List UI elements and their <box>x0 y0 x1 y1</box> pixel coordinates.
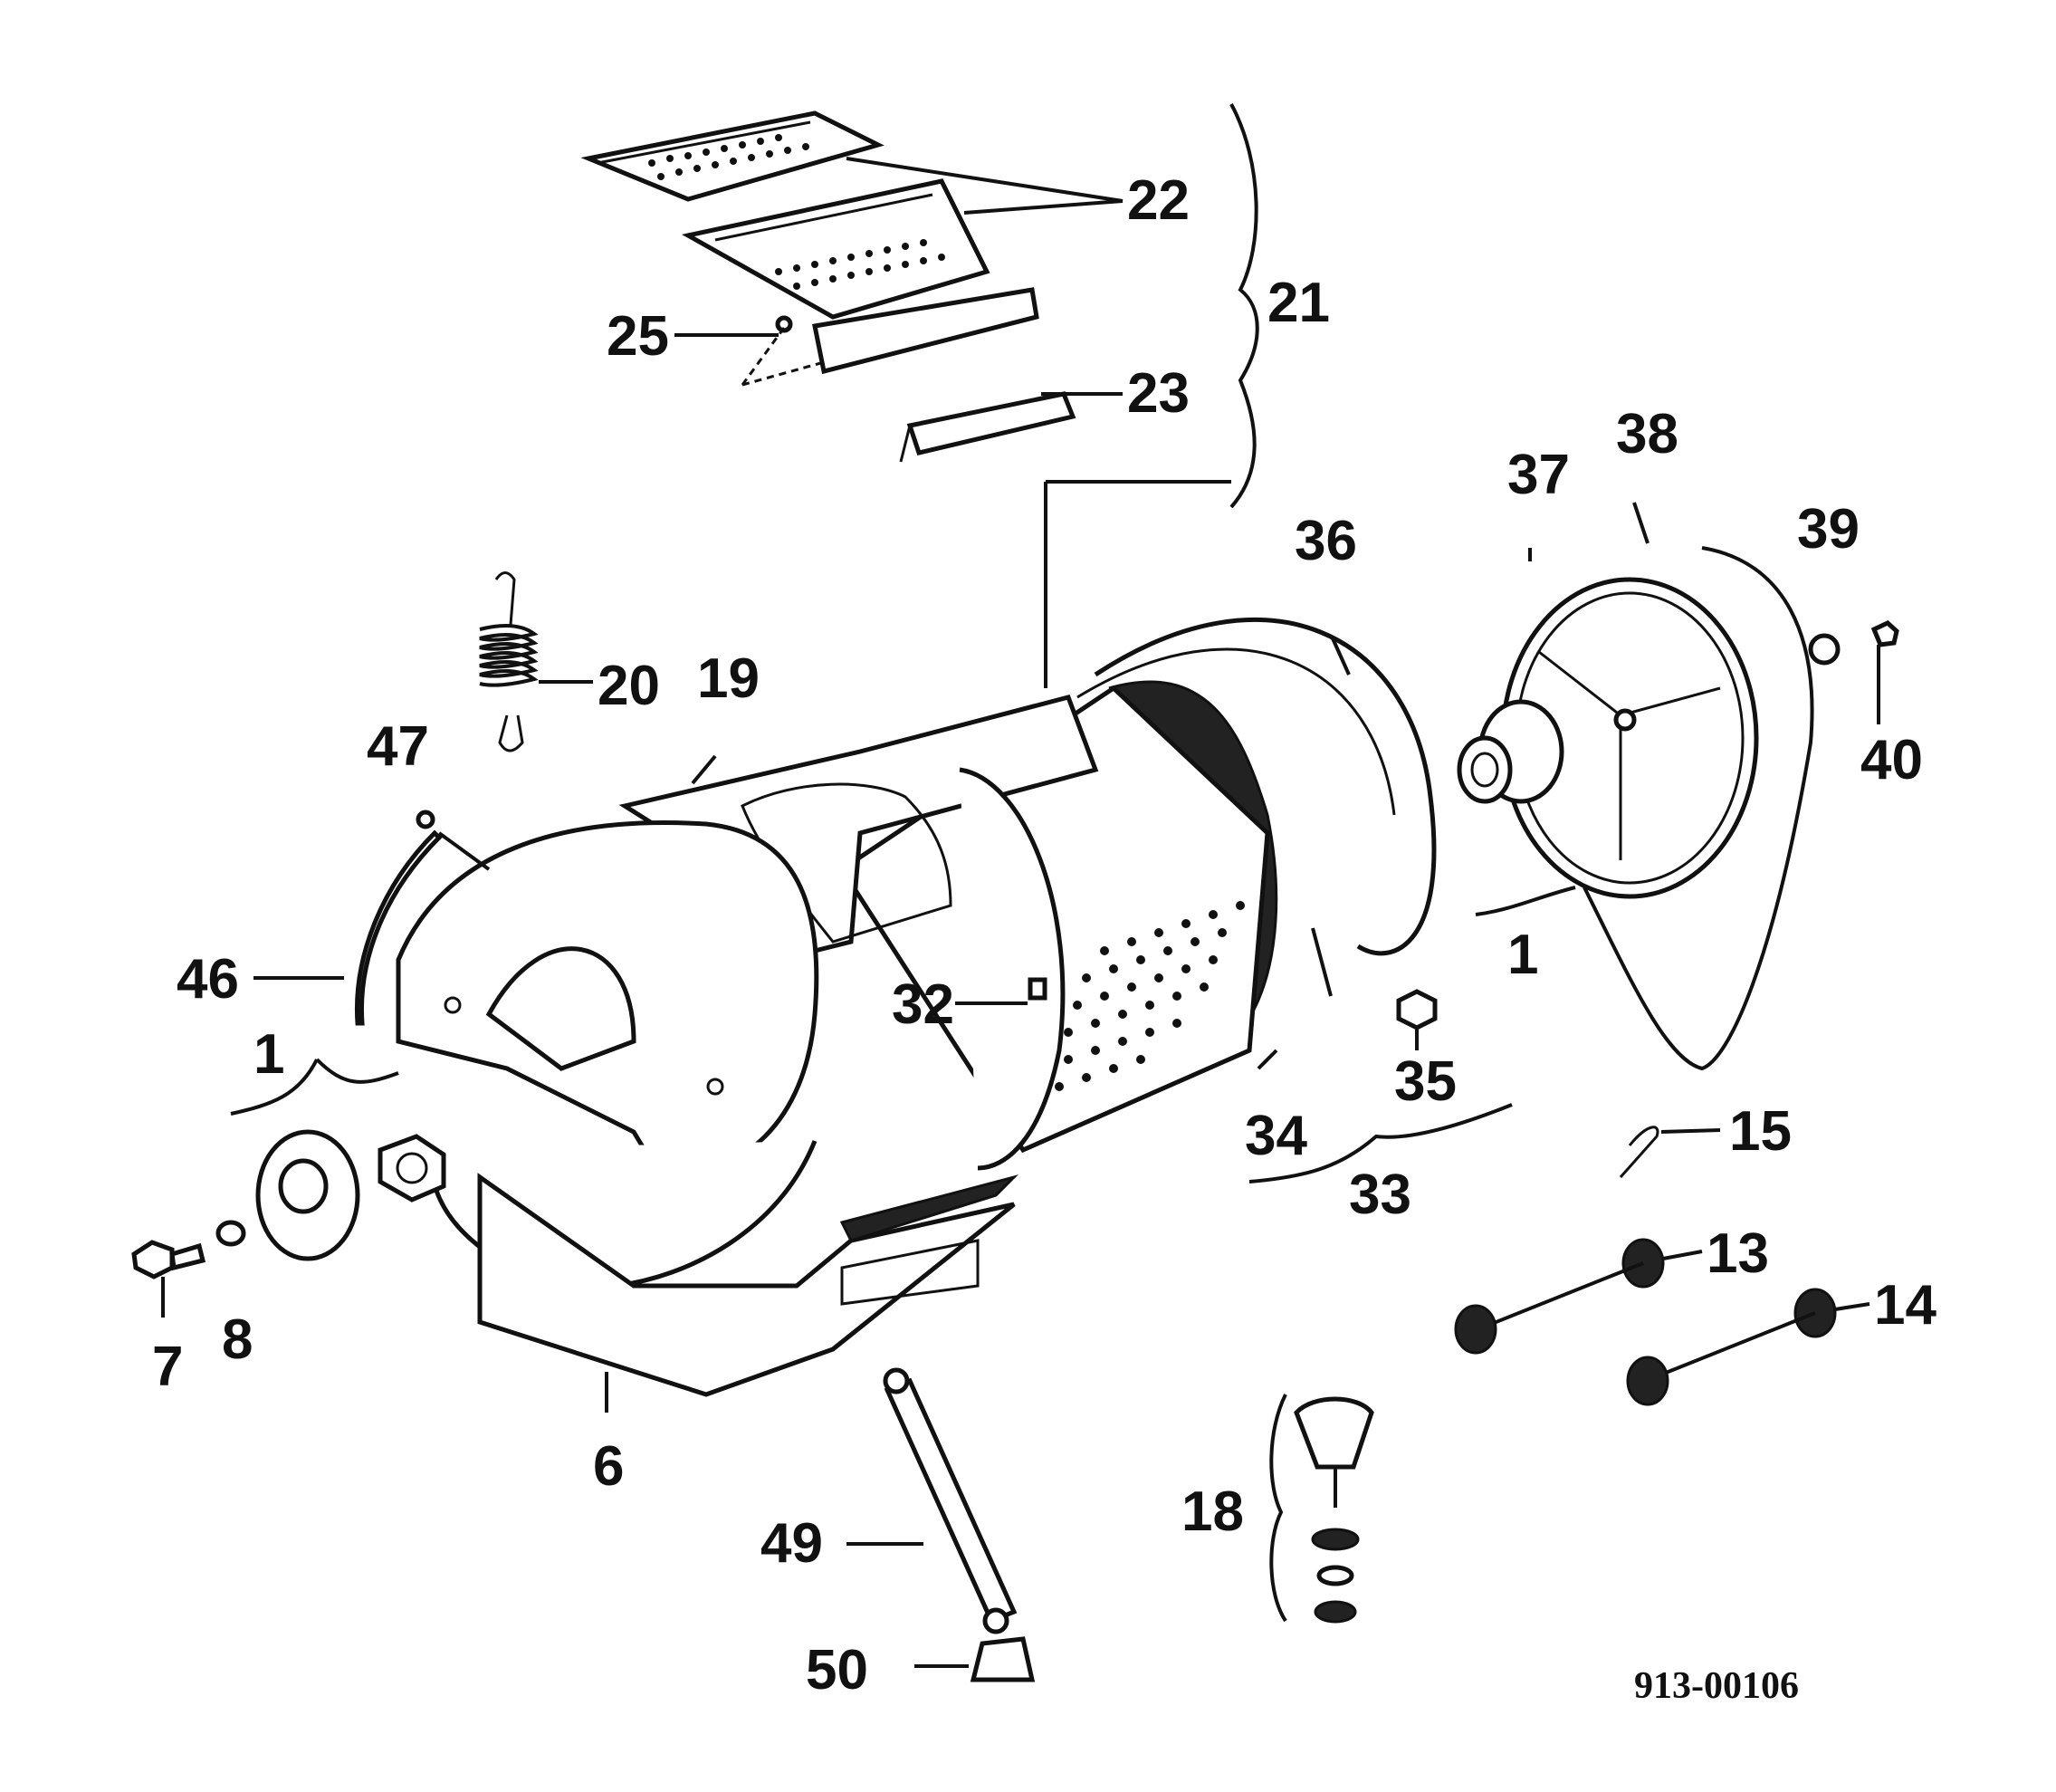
callout-25: 25 <box>607 305 669 368</box>
lid-filter-assembly <box>580 103 1259 688</box>
callout-21: 21 <box>1267 272 1330 334</box>
callout-32: 32 <box>892 973 954 1036</box>
callout-40: 40 <box>1860 729 1923 791</box>
callout-15: 15 <box>1729 1100 1792 1163</box>
callout-46: 46 <box>177 948 239 1011</box>
callout-20: 20 <box>598 655 660 717</box>
callout-33: 33 <box>1349 1164 1411 1226</box>
shock-absorbers <box>1454 1126 1870 1406</box>
callout-labels: 22 21 25 23 38 37 36 39 40 20 19 47 46 1… <box>152 169 1936 1707</box>
damper-assembly <box>846 1367 1036 1682</box>
callout-6: 6 <box>593 1435 624 1498</box>
tub-assembly <box>396 618 1576 1413</box>
foot-assembly <box>1269 1394 1374 1624</box>
callout-23: 23 <box>1127 362 1190 425</box>
callout-47: 47 <box>367 715 429 778</box>
drawing-code: 913-00106 <box>1634 1665 1799 1707</box>
callout-18: 18 <box>1181 1481 1244 1543</box>
callout-1-left: 1 <box>253 1023 284 1086</box>
callout-34: 34 <box>1245 1105 1307 1167</box>
callout-1-right: 1 <box>1507 924 1538 986</box>
callout-49: 49 <box>760 1512 823 1575</box>
callout-7: 7 <box>152 1336 183 1398</box>
callout-19: 19 <box>697 647 760 710</box>
spring-part-20 <box>479 571 593 752</box>
front-hub-assembly <box>131 810 446 1318</box>
callout-14: 14 <box>1874 1274 1936 1337</box>
callout-50: 50 <box>806 1639 868 1701</box>
callout-39: 39 <box>1797 498 1860 561</box>
callout-8: 8 <box>222 1308 253 1371</box>
pulley-belt-assembly <box>1331 502 1899 1071</box>
callout-22: 22 <box>1127 169 1190 232</box>
callout-38: 38 <box>1616 403 1678 465</box>
callout-13: 13 <box>1707 1222 1769 1285</box>
callout-36: 36 <box>1295 510 1357 572</box>
callout-35: 35 <box>1394 1050 1457 1113</box>
callout-37: 37 <box>1507 444 1570 506</box>
